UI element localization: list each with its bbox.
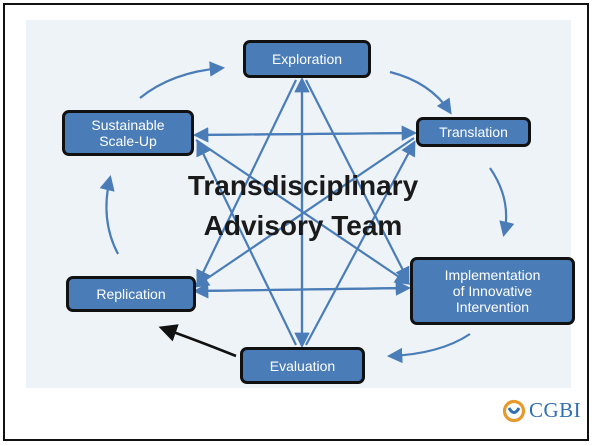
node-evaluation-label: Evaluation: [269, 357, 336, 374]
center-title-line-2: Advisory Team: [203, 210, 403, 241]
connector-implementation-replication: [192, 283, 409, 299]
logo-text: CGBI: [529, 398, 582, 422]
connector-exploration-replication: [196, 79, 297, 286]
connector-evaluation-scaleup: [196, 140, 297, 346]
connector-scaleup-implementation: [195, 139, 411, 285]
connector-translation-replication: [193, 137, 415, 288]
cgbi-logo-icon: [502, 399, 526, 422]
cycle-arrow-scaleup-exploration: [139, 61, 226, 99]
connector-translation-scaleup: [192, 127, 415, 143]
connector-evaluation-translation: [305, 140, 416, 346]
node-replication-label: Replication: [96, 286, 166, 302]
cycle-arrow-evaluation-replication: [158, 324, 237, 358]
connector-exploration-implementation: [305, 79, 410, 283]
cycle-arrow-implementation-evaluation: [386, 333, 471, 364]
node-exploration-label: Exploration: [271, 51, 343, 67]
node-replication[interactable]: Replication: [66, 276, 196, 312]
cgbi-logo: CGBI: [502, 398, 581, 423]
node-implementation[interactable]: Implementation of Innovative Interventio…: [410, 257, 575, 325]
node-implementation-label: Implementation of Innovative Interventio…: [444, 267, 541, 315]
center-title-line-1: Transdisciplinary: [187, 170, 419, 201]
cycle-arrow-replication-scaleup: [99, 175, 119, 255]
node-translation-label: Translation: [439, 124, 508, 140]
node-evaluation[interactable]: Evaluation: [240, 347, 365, 384]
node-sustainable-scale-up[interactable]: Sustainable Scale-Up: [62, 110, 194, 156]
node-translation[interactable]: Translation: [416, 117, 531, 147]
diagram-center-title: Transdisciplinary Advisory Team: [138, 166, 468, 246]
node-sustainable-scale-up-label: Sustainable Scale-Up: [91, 117, 165, 149]
cycle-arrow-translation-implementation: [489, 167, 515, 237]
node-exploration[interactable]: Exploration: [243, 40, 371, 78]
cycle-arrow-exploration-translation: [389, 70, 452, 115]
